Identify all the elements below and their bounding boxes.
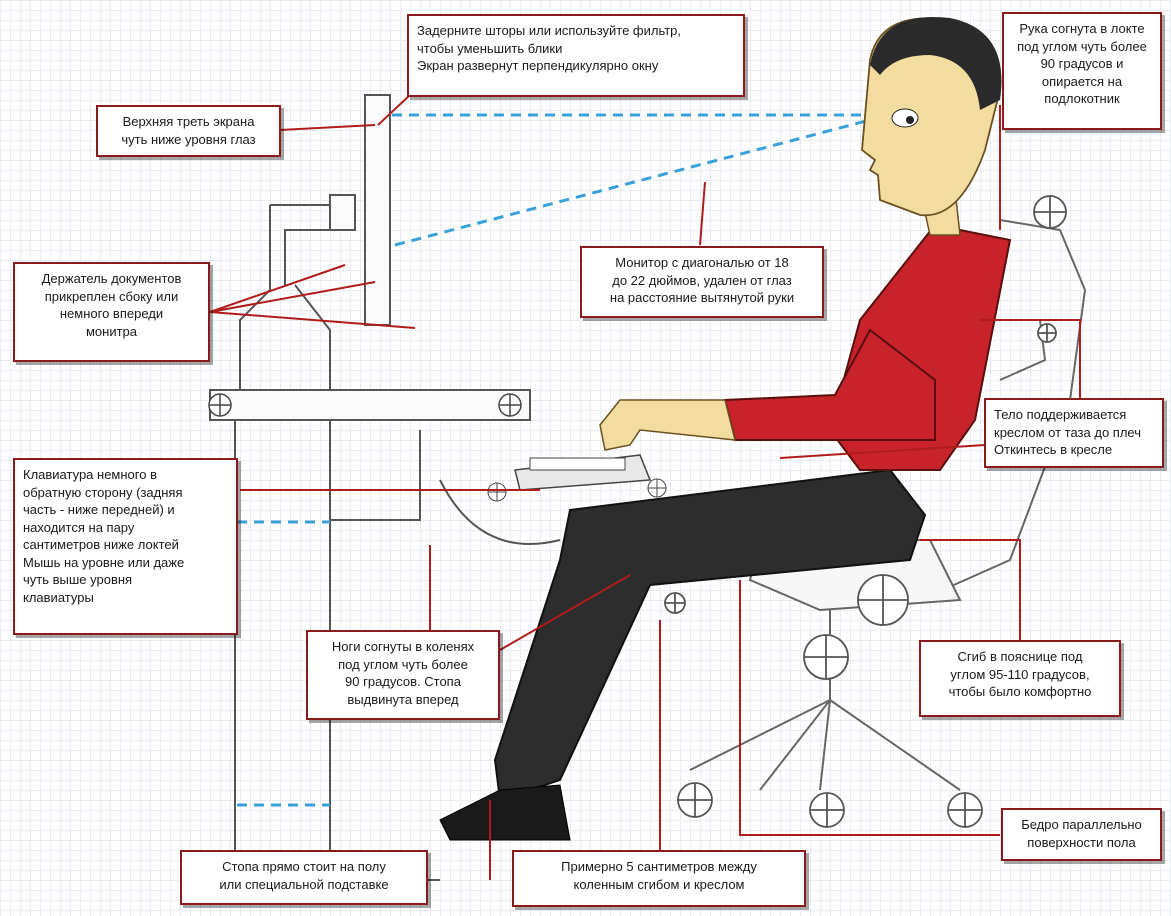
- monitor: [239, 94, 391, 390]
- desk-knobs: [208, 393, 522, 417]
- monitor-callout: Монитор с диагональю от 18 до 22 дюймов,…: [580, 246, 824, 318]
- thigh-callout: Бедро параллельно поверхности пола: [1001, 808, 1162, 861]
- knee-gap-callout: Примерно 5 сантиметров между коленным сг…: [512, 850, 806, 907]
- screen-top-callout: Верхняя треть экрана чуть ниже уровня гл…: [96, 105, 281, 157]
- legs-callout: Ноги согнуты в коленях под углом чуть бо…: [306, 630, 500, 720]
- foot-callout: Стопа прямо стоит на полу или специально…: [180, 850, 428, 905]
- person: [439, 16, 1012, 841]
- glare-callout: Задерните шторы или используйте фильтр, …: [407, 14, 745, 97]
- lumbar-callout: Сгиб в пояснице под углом 95-110 градусо…: [919, 640, 1121, 717]
- keyboard-callout: Клавиатура немного в обратную сторону (з…: [13, 458, 238, 635]
- back-support-callout: Тело поддерживается креслом от таза до п…: [984, 398, 1164, 468]
- chair-wheels: [664, 195, 1067, 828]
- sightlines: [237, 113, 871, 807]
- document-holder-callout: Держатель документов прикреплен сбоку ил…: [13, 262, 210, 362]
- keyboard: [487, 454, 667, 502]
- elbow-angle-callout: Рука согнута в локте под углом чуть боле…: [1002, 12, 1162, 130]
- leader-lines: [209, 94, 1081, 880]
